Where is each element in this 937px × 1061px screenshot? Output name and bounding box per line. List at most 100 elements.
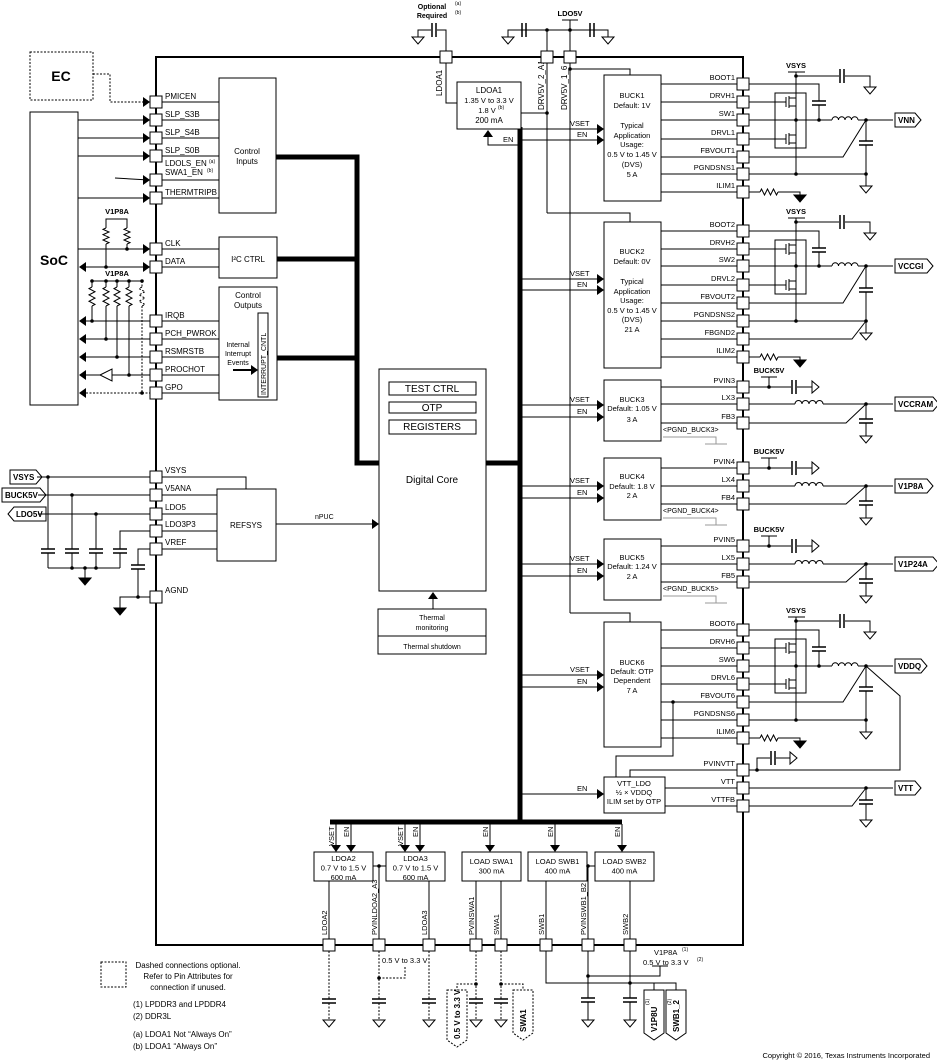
ground-icon — [580, 1019, 596, 1028]
resistor-icon — [122, 227, 132, 245]
pin-label-gpo: GPO — [165, 383, 183, 392]
vsys-label: VSYS — [13, 473, 35, 482]
vnn-output-label: VNN — [898, 116, 915, 125]
en-label: EN — [577, 784, 587, 793]
right-pin — [736, 95, 750, 109]
wire — [119, 596, 150, 608]
arrow-icon — [483, 130, 493, 137]
vset-label: VSET — [570, 119, 590, 128]
en-label: EN — [577, 566, 587, 575]
ground-icon — [862, 86, 878, 95]
ldoa1-wire — [445, 63, 457, 104]
junction-dot — [70, 566, 74, 570]
signal-label: EN — [503, 135, 513, 144]
pin-label-pgndsns1: PGNDSNS1 — [694, 163, 735, 172]
right-pin — [736, 623, 750, 637]
soc-box — [29, 111, 79, 406]
feedback-wire — [749, 265, 867, 304]
pin-label-drvl2: DRVL2 — [711, 274, 735, 283]
right-pin — [736, 150, 750, 164]
block-label: BUCK3 — [619, 395, 644, 404]
pin-label-lx5: LX5 — [722, 553, 735, 562]
arrow-icon — [79, 316, 86, 326]
ground-icon — [858, 517, 874, 526]
junction-dot — [125, 247, 129, 251]
wire — [119, 530, 150, 549]
arrow-icon — [251, 365, 258, 375]
v1p8a-output-tag — [894, 478, 934, 494]
inductor-icon — [794, 400, 824, 405]
block-label: LOAD SWB1 — [536, 857, 580, 866]
wire — [137, 548, 150, 565]
pin-label-pvin5: PVIN5 — [713, 535, 735, 544]
bottom-block-load-swa1 — [461, 851, 522, 882]
block-label: LDOA2 — [331, 854, 356, 863]
ground-solid-icon — [792, 194, 808, 203]
block-label: LOAD SWB2 — [603, 857, 647, 866]
pin-label-ilim6: ILIM6 — [716, 727, 735, 736]
block-label: 0.5 V to 1.45 V — [607, 150, 657, 159]
pullup-rail-label: V1P8A — [105, 269, 129, 278]
ground-solid-icon — [77, 577, 93, 586]
pin-label-ldols_en: LDOLS_EN — [165, 159, 207, 168]
right-pin — [736, 132, 750, 146]
pin-label-clk: CLK — [165, 239, 181, 248]
wire — [749, 787, 867, 807]
left-pin — [149, 332, 163, 346]
feedback-wire — [749, 485, 867, 505]
resistor-icon — [101, 227, 111, 245]
swb1-2-tag — [665, 989, 687, 1041]
wire — [778, 191, 801, 195]
footnote-text: (b) LDOA1 “Always On” — [133, 1042, 217, 1051]
inductor-icon — [831, 116, 859, 121]
right-pin — [736, 380, 750, 394]
resistor-icon — [759, 733, 779, 743]
pgnd-label: <PGND_BUCK5> — [663, 586, 719, 593]
range-tag — [446, 989, 468, 1048]
block-label: Typical — [620, 277, 644, 286]
note-text: Refer to Pin Attributes for — [143, 972, 233, 981]
v1p8u-tag — [643, 989, 665, 1041]
pin-label-drvl1: DRVL1 — [711, 128, 735, 137]
ldo5v-label: LDO5V — [16, 510, 43, 519]
arrow-icon — [597, 400, 604, 410]
ground-icon — [862, 232, 878, 241]
superscript: (b) — [498, 105, 504, 111]
block-label: Default: 1.8 V — [609, 482, 654, 491]
dashed-legend-box — [100, 961, 127, 988]
right-pin — [736, 278, 750, 292]
vset-label: VSET — [570, 665, 590, 674]
fbgnd-wire — [749, 320, 867, 340]
pin-label-lx3: LX3 — [722, 393, 735, 402]
right-pin — [736, 113, 750, 127]
resistor-icon — [137, 286, 147, 307]
block-label: Thermal shutdown — [403, 644, 461, 651]
ground-icon — [811, 538, 820, 554]
registers-block — [388, 419, 477, 435]
block-label: Control — [234, 147, 260, 156]
right-pin — [736, 259, 750, 273]
ground-icon — [371, 1019, 387, 1028]
left-pin — [149, 131, 163, 145]
block-label: Dependent — [614, 676, 652, 685]
otp-block — [388, 401, 477, 414]
swb1-2-label: SWB1_2 — [672, 999, 681, 1032]
left-pin — [149, 470, 163, 484]
wire — [507, 29, 521, 37]
right-pin — [736, 575, 750, 589]
bottom-block-ldoa2 — [313, 851, 374, 882]
arrow-icon — [428, 592, 438, 599]
pin-label-data: DATA — [165, 257, 186, 266]
buck5-block — [603, 538, 662, 601]
block-label: 400 mA — [545, 867, 571, 876]
ldo5v-label: LDO5V — [557, 9, 582, 18]
pin-label-fb5: FB5 — [721, 571, 735, 580]
junction-dot — [794, 319, 798, 323]
pin-label-drvl6: DRVL6 — [711, 673, 735, 682]
block-label: 7 A — [627, 686, 638, 695]
block-label: Usage: — [620, 296, 644, 305]
arrow-icon — [415, 845, 425, 852]
arrow-icon — [79, 352, 86, 362]
refsys-block — [216, 488, 277, 562]
pullup-wire — [105, 218, 128, 228]
